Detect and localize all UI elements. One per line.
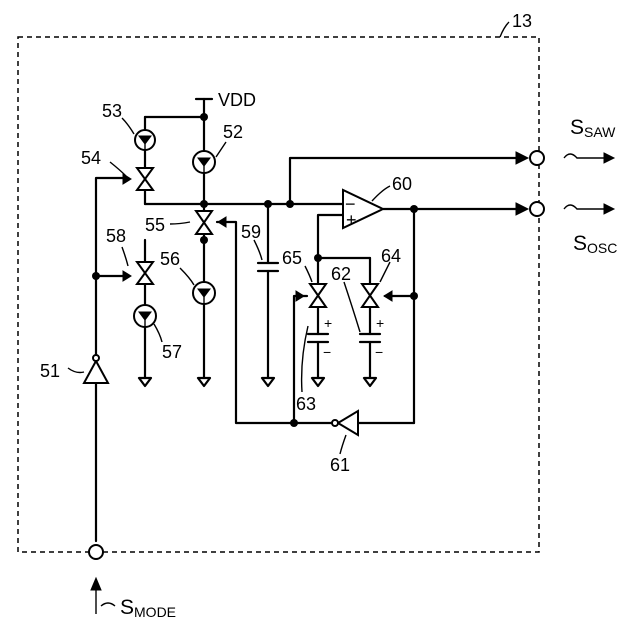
current-source-53 — [135, 130, 155, 150]
signal-mode-main: S — [120, 596, 134, 619]
leader-63 — [302, 326, 308, 392]
block-label-leader — [500, 22, 509, 37]
inverter-51 — [84, 355, 108, 383]
label-51: 51 — [40, 361, 60, 381]
label-60: 60 — [392, 174, 412, 194]
label-65: 65 — [282, 248, 302, 268]
capacitor-bank-right: + − — [360, 315, 384, 360]
svg-text:+: + — [376, 315, 384, 331]
signal-osc-main: S — [573, 232, 587, 255]
label-52: 52 — [223, 122, 243, 142]
label-64: 64 — [381, 246, 401, 266]
wires — [96, 99, 520, 541]
label-53: 53 — [102, 101, 122, 121]
capacitor-59 — [258, 263, 278, 271]
arrowhead-saw-wire — [516, 152, 528, 164]
signal-saw-main: S — [570, 116, 584, 139]
leader-54 — [110, 162, 126, 176]
leader-52 — [216, 142, 226, 157]
leader-51 — [68, 368, 84, 373]
label-62: 62 — [331, 264, 351, 284]
label-61: 61 — [330, 455, 350, 475]
leader-65 — [305, 266, 312, 282]
leader-53 — [122, 118, 134, 134]
signal-osc-sub: OSC — [587, 240, 617, 256]
leader-58 — [122, 247, 128, 266]
signal-osc-arrow — [564, 204, 614, 214]
leader-56 — [180, 268, 194, 285]
label-56: 56 — [160, 249, 180, 269]
current-source-52 — [193, 151, 215, 173]
svg-text:−: − — [375, 344, 383, 360]
signal-saw-arrow — [564, 153, 614, 163]
leader-61 — [340, 435, 346, 454]
svg-text:−: − — [323, 344, 331, 360]
label-57: 57 — [162, 342, 182, 362]
label-59: 59 — [241, 222, 261, 242]
signal-osc-label: SOSC — [573, 232, 617, 256]
arrowhead-osc-wire — [516, 203, 528, 215]
capacitor-bank-left: + − — [308, 315, 332, 360]
inverter-61 — [332, 411, 358, 435]
terminal-mode[interactable] — [89, 545, 103, 559]
label-58: 58 — [106, 226, 126, 246]
current-source-56 — [193, 282, 215, 304]
terminal-saw[interactable] — [530, 151, 544, 165]
signal-mode-arrow — [91, 578, 115, 614]
transmission-gate-64 — [362, 284, 392, 307]
transmission-gate-54 — [123, 168, 153, 190]
vdd-label: VDD — [218, 90, 256, 110]
signal-saw-label: SSAW — [570, 116, 616, 140]
signal-saw-sub: SAW — [584, 124, 616, 140]
label-55: 55 — [145, 215, 165, 235]
leader-60 — [372, 186, 390, 201]
leader-57 — [154, 324, 162, 342]
leader-59 — [254, 240, 262, 260]
block-label: 13 — [512, 11, 532, 31]
label-54: 54 — [81, 148, 101, 168]
transmission-gate-55 — [196, 211, 226, 234]
current-source-57 — [134, 305, 156, 327]
signal-mode-label: SMODE — [120, 596, 176, 620]
signal-mode-sub: MODE — [134, 604, 176, 620]
ground-symbols — [139, 378, 376, 386]
leader-55 — [170, 222, 190, 224]
transmission-gate-65 — [296, 284, 326, 307]
label-63: 63 — [296, 394, 316, 414]
terminal-osc[interactable] — [530, 202, 544, 216]
svg-text:+: + — [324, 315, 332, 331]
svg-text:+: + — [346, 210, 357, 230]
leader-62 — [344, 282, 360, 332]
